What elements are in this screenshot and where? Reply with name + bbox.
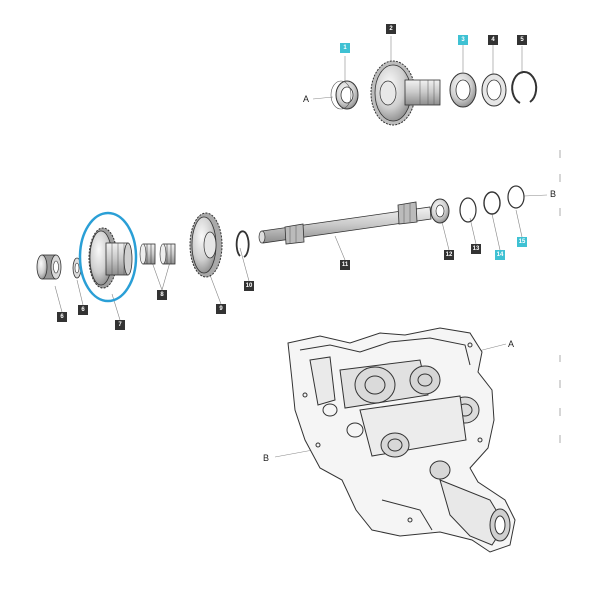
callout-part-6-left: 6 (57, 312, 67, 322)
part-6-bearing-right (430, 198, 450, 224)
callout-part-2: 2 (386, 24, 396, 34)
part-3-bearing (449, 72, 477, 108)
callout-part-1: 1 (340, 43, 350, 53)
callout-part-10: 9 (216, 304, 226, 314)
part-1-bearing (330, 80, 359, 110)
ref-letter-a-top: A (303, 94, 310, 104)
callout-part-14: 14 (495, 250, 505, 260)
part-13-washer (459, 197, 477, 223)
callout-part-15: 15 (517, 237, 527, 247)
part-11-snap-ring (235, 230, 250, 258)
ref-letter-b-mid: B (550, 189, 557, 199)
callout-part-7: 6 (78, 305, 88, 315)
callout-part-4: 4 (488, 35, 498, 45)
ref-letter-b-housing: B (263, 453, 270, 463)
transmission-housing (287, 327, 516, 553)
part-5-snap-ring (511, 71, 538, 104)
callout-part-13: 13 (471, 244, 481, 254)
part-9-needle-bearings (139, 243, 176, 265)
part-8-gear-cluster (88, 227, 133, 289)
callout-part-9: 8 (157, 290, 167, 300)
ref-letter-a-housing: A (508, 339, 515, 349)
leader-lines-top (312, 36, 523, 100)
callout-part-6-right: 12 (444, 250, 454, 260)
part-14-washer (483, 191, 501, 215)
callout-part-5: 5 (517, 35, 527, 45)
part-6-bearing-left (36, 254, 62, 280)
part-10-gear (189, 212, 223, 278)
part-12-main-shaft (258, 201, 432, 245)
part-4-washer (481, 73, 507, 107)
leader-lines-middle (54, 194, 548, 321)
callout-part-3: 3 (458, 35, 468, 45)
part-2-gear-shaft (370, 60, 441, 126)
part-15-washer (507, 185, 525, 209)
callout-part-11: 10 (244, 281, 254, 291)
callout-part-12: 11 (340, 260, 350, 270)
callout-part-8: 7 (115, 320, 125, 330)
highlight-ring-part-8 (78, 211, 138, 303)
